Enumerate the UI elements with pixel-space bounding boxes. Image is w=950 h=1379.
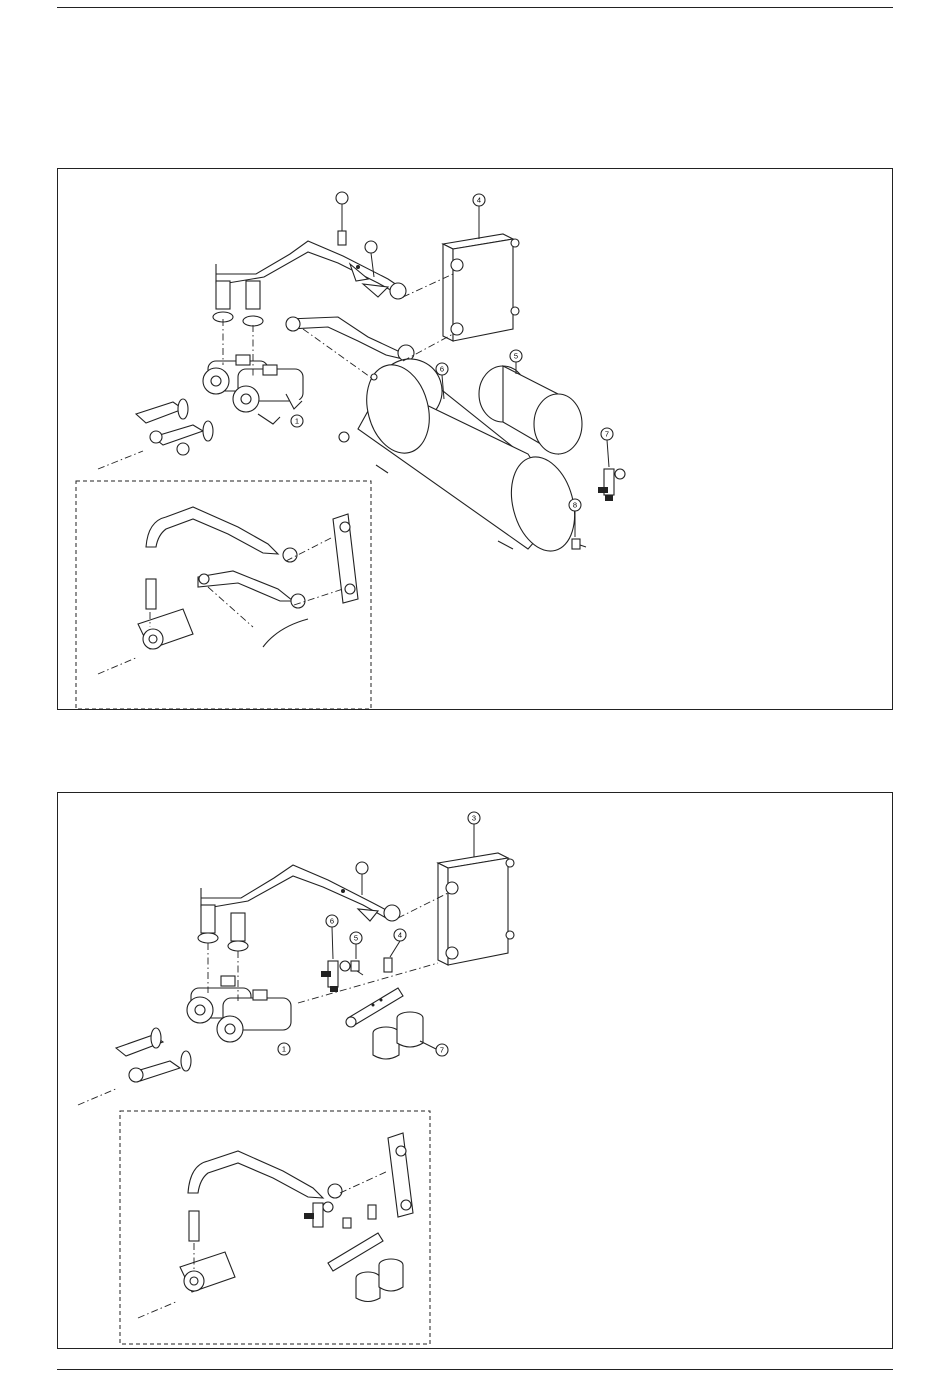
svg-text:3: 3	[472, 814, 476, 823]
callout-6: 6	[326, 915, 338, 959]
svg-text:5: 5	[514, 352, 518, 361]
callout-4: 4	[390, 929, 406, 957]
callout-7: 7	[601, 428, 613, 467]
svg-text:1: 1	[282, 1045, 286, 1054]
callout-1: 1	[291, 415, 303, 427]
callout-2	[356, 862, 368, 895]
discharge-pipe	[216, 241, 406, 299]
svg-text:6: 6	[440, 365, 444, 374]
svg-text:5: 5	[354, 934, 358, 943]
suction-manifold	[136, 399, 213, 455]
callout-5: 5	[350, 932, 362, 959]
collector-pipe	[346, 988, 403, 1027]
callout-2	[336, 192, 348, 231]
safety-valve	[384, 958, 392, 972]
svg-text:7: 7	[605, 430, 609, 439]
expansion-vessels	[373, 1012, 423, 1059]
figure-2-diagram: 1 3 4 5 6 7	[58, 793, 894, 1350]
callout-4: 4	[473, 194, 485, 239]
pressure-switch	[321, 961, 350, 992]
header-rule	[57, 7, 893, 8]
callout-1: 1	[278, 1043, 290, 1055]
expansion-tank	[339, 350, 584, 558]
inset-variant	[120, 1111, 430, 1344]
heat-exchanger	[443, 234, 519, 341]
footer-rule	[57, 1369, 893, 1370]
figure-2-panel: 1 3 4 5 6 7	[57, 792, 893, 1349]
figure-1-diagram: 1 4 5 6 7 8	[58, 169, 894, 711]
svg-text:4: 4	[398, 931, 402, 940]
twin-pump	[187, 976, 291, 1042]
svg-text:6: 6	[330, 917, 334, 926]
svg-text:1: 1	[295, 417, 299, 426]
suction-pipe	[286, 317, 414, 361]
heat-exchanger	[438, 853, 514, 965]
suction-manifold	[116, 1028, 191, 1082]
svg-text:7: 7	[440, 1046, 444, 1055]
inset-variant	[76, 481, 371, 709]
pump-valves	[213, 281, 263, 326]
svg-text:8: 8	[573, 501, 577, 510]
pressure-switch	[598, 469, 625, 501]
callout-3: 3	[468, 812, 480, 857]
callout-7: 7	[420, 1041, 448, 1056]
drain-valve	[351, 961, 363, 975]
pump-valves	[198, 905, 248, 951]
figure-1-panel: 1 4 5 6 7 8	[57, 168, 893, 710]
svg-text:4: 4	[477, 196, 481, 205]
drain-valve	[572, 539, 586, 549]
